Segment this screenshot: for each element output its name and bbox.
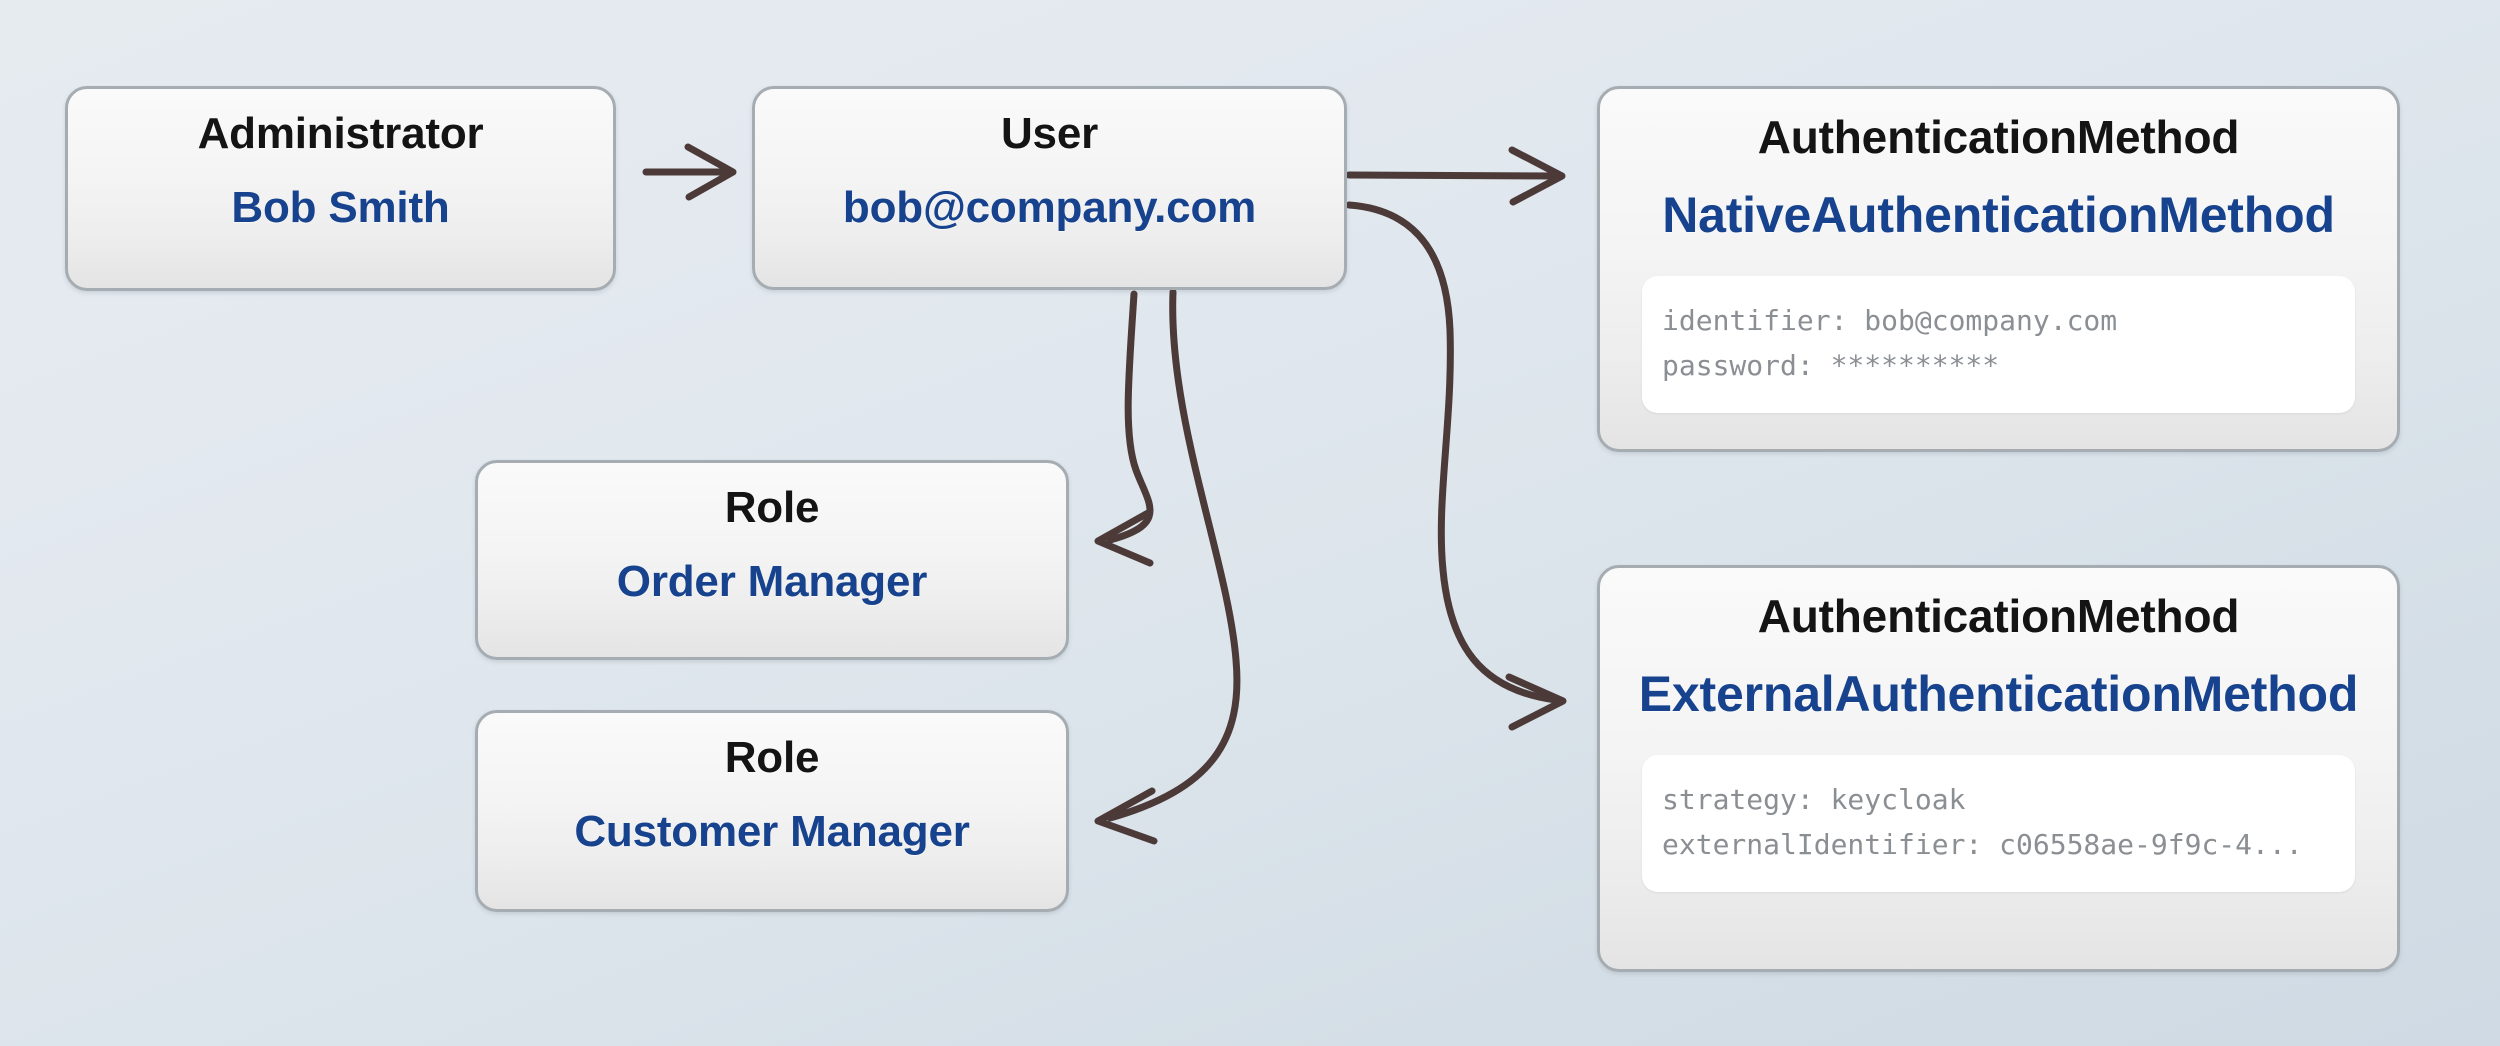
node-user[interactable]: User bob@company.com: [752, 86, 1347, 290]
arrow-curve-icon: [1505, 673, 1567, 731]
arrow-curve-icon: [1094, 509, 1154, 567]
edge-user-customer-manager: [1094, 288, 1241, 845]
detail-line-identifier: identifier: bob@company.com: [1662, 303, 2118, 337]
node-external-auth-method-details: strategy: keycloak externalIdentifier: c…: [1642, 754, 2355, 892]
edge-user-order-manager: [1094, 290, 1154, 567]
node-role-customer-manager-value: Customer Manager: [574, 807, 970, 857]
detail-line-strategy: strategy: keycloak: [1662, 782, 1966, 816]
node-user-type: User: [1000, 109, 1099, 158]
edge-user-external-auth: [1345, 201, 1567, 731]
node-external-auth-method[interactable]: AuthenticationMethod ExternalAuthenticat…: [1597, 565, 2400, 972]
node-role-customer-manager[interactable]: Role Customer Manager: [475, 710, 1069, 912]
node-role-customer-manager-type: Role: [724, 733, 820, 782]
node-role-order-manager-type: Role: [724, 483, 820, 532]
node-administrator-value: Bob Smith: [231, 183, 450, 233]
edge-administrator-user: [642, 143, 737, 201]
node-native-auth-method-value: NativeAuthenticationMethod: [1662, 187, 2335, 244]
arrow-right-icon: [684, 143, 737, 201]
node-administrator-type: Administrator: [197, 109, 484, 158]
node-native-auth-method[interactable]: AuthenticationMethod NativeAuthenticatio…: [1597, 86, 2400, 452]
node-external-auth-method-value: ExternalAuthenticationMethod: [1638, 666, 2359, 723]
detail-line-password: password: **********: [1662, 349, 2000, 383]
arrow-curve-icon: [1094, 787, 1158, 845]
node-role-order-manager[interactable]: Role Order Manager: [475, 460, 1069, 660]
node-administrator[interactable]: Administrator Bob Smith: [65, 86, 616, 291]
detail-line-external-identifier: externalIdentifier: c06558ae-9f9c-4...: [1662, 828, 2303, 862]
node-external-auth-method-type: AuthenticationMethod: [1757, 590, 2240, 642]
edge-user-native-auth: [1345, 146, 1566, 206]
node-native-auth-method-type: AuthenticationMethod: [1757, 111, 2240, 163]
node-user-value: bob@company.com: [842, 183, 1257, 233]
node-role-order-manager-value: Order Manager: [616, 557, 928, 607]
node-native-auth-method-details: identifier: bob@company.com password: **…: [1642, 275, 2355, 413]
arrow-right-icon: [1508, 146, 1566, 206]
